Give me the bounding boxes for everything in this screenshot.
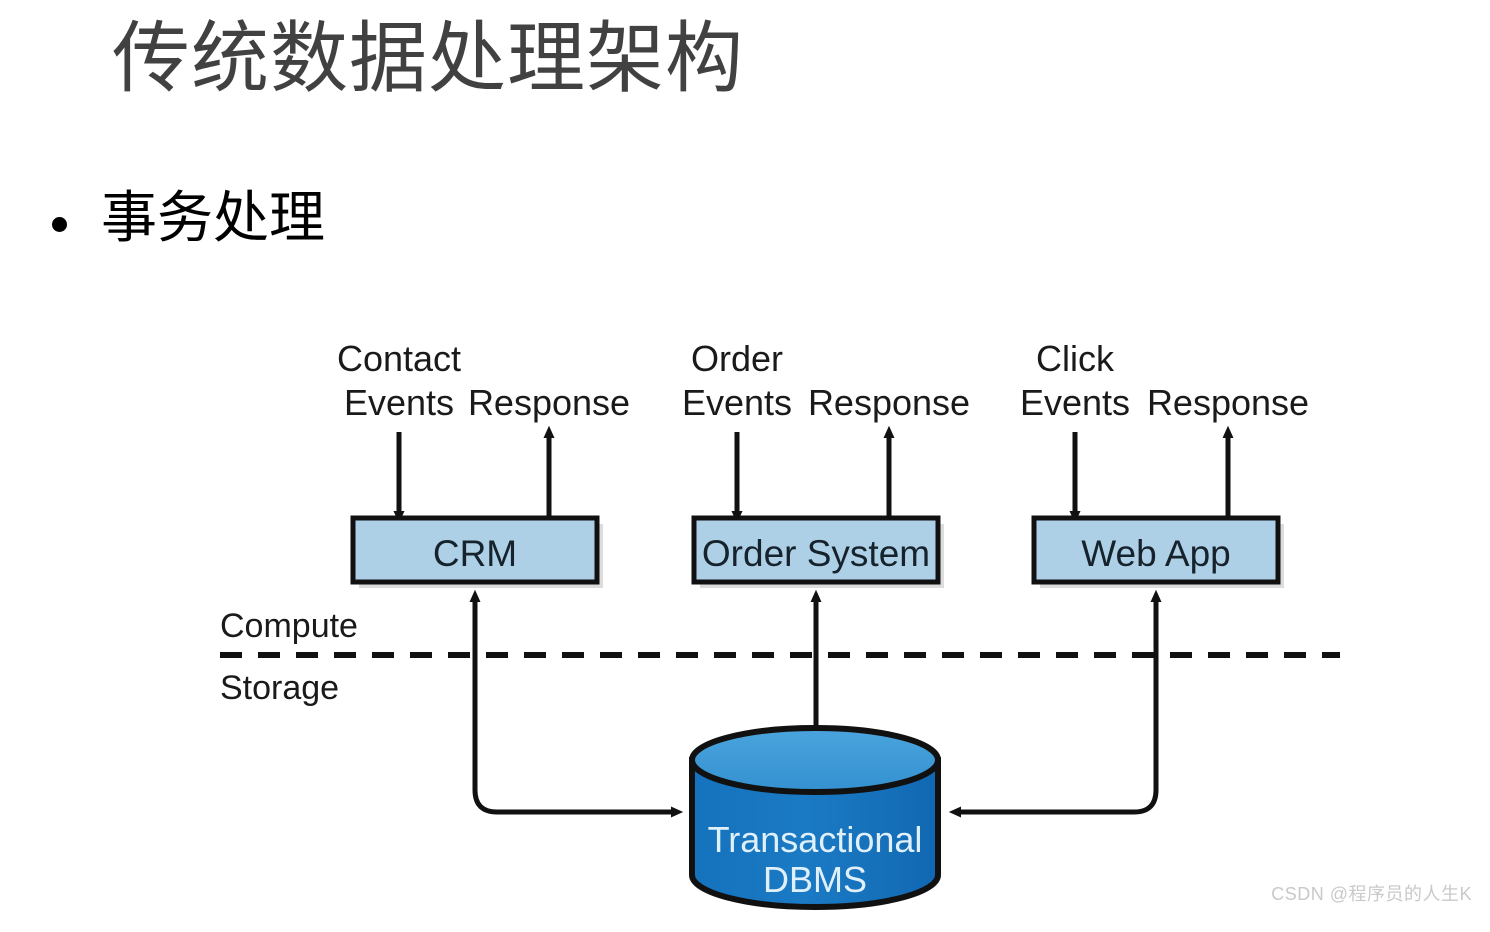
bullet-marker-icon xyxy=(52,216,67,232)
column-crm: Contact Events Response CRM xyxy=(337,338,684,818)
compute-storage-divider: Compute Storage xyxy=(220,607,1340,707)
webapp-input-label-line2: Events xyxy=(1020,382,1130,423)
webapp-input-label-line1: Click xyxy=(1036,338,1115,379)
page-title: 传统数据处理架构 xyxy=(112,14,745,102)
column-order-system: Order Events Response Order System xyxy=(682,338,970,740)
order-output-label: Response xyxy=(808,382,970,423)
compute-label: Compute xyxy=(220,607,358,645)
cylinder-top xyxy=(689,725,941,795)
webapp-output-label: Response xyxy=(1147,382,1309,423)
web-app-box xyxy=(1031,515,1281,585)
datastore-label-line2: DBMS xyxy=(763,859,867,900)
crm-datastore-link xyxy=(469,589,684,818)
transactional-dbms-cylinder: Transactional DBMS xyxy=(689,725,941,910)
web-app-box-label: Web App xyxy=(1081,533,1230,574)
order-system-box xyxy=(691,515,941,585)
order-system-box-label: Order System xyxy=(702,533,930,574)
order-input-label-line2: Events xyxy=(682,382,792,423)
crm-output-label: Response xyxy=(468,382,630,423)
bullet-list-item: 事务处理 xyxy=(52,186,325,250)
crm-box xyxy=(350,515,600,585)
column-web-app: Click Events Response Web App xyxy=(948,338,1309,818)
storage-label: Storage xyxy=(220,669,339,707)
bullet-item-label: 事务处理 xyxy=(101,186,325,249)
crm-input-label-line1: Contact xyxy=(337,338,461,379)
datastore-label-line1: Transactional xyxy=(708,819,923,860)
order-input-label-line1: Order xyxy=(691,338,783,379)
csdn-watermark: CSDN @程序员的人生K xyxy=(1271,884,1472,904)
webapp-datastore-link xyxy=(948,589,1162,818)
crm-input-label-line2: Events xyxy=(344,382,454,423)
crm-box-label: CRM xyxy=(433,533,517,574)
cylinder-body xyxy=(689,757,941,910)
